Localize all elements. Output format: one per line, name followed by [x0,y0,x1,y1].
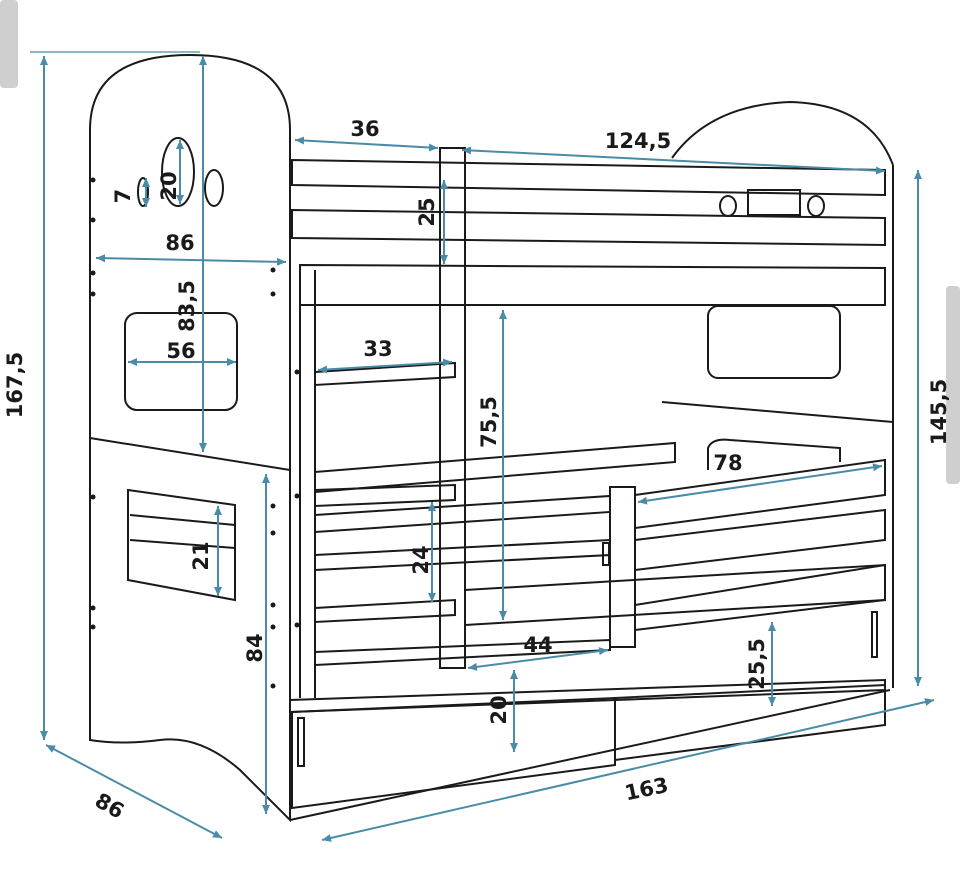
right-lower-window [707,438,841,470]
right-end-panel-top [671,100,894,166]
guard-rail-2 [634,508,886,572]
right-upper-window [707,305,841,379]
dim-guard-rail-length: 78 [713,451,742,475]
upper-rail-3 [299,263,886,306]
porthole-small-left [204,169,224,207]
dim-end-panel-height: 145,5 [927,379,951,445]
left-lower-window [127,488,236,602]
dim-window-width: 56 [166,339,195,363]
dim-drawer-front-height: 25,5 [745,638,769,690]
dim-lower-clearance: 75,5 [477,396,501,448]
drawer-handle-left [297,717,305,767]
dim-lower-bed-height: 84 [243,633,267,662]
dim-small-hole: 7 [111,189,135,204]
dim-ladder-width: 36 [350,117,379,141]
drawer-left [291,696,616,810]
ladder-rung-3 [314,598,456,624]
right-scroll-tab[interactable] [946,286,960,484]
dim-drawer-height: 20 [487,695,511,724]
dim-depth-bottom: 86 [91,788,128,823]
dim-lower-window-height: 21 [189,541,213,570]
dim-lower-opening: 44 [523,633,552,657]
screws [90,177,300,689]
left-upper-window [124,312,238,411]
dim-depth-top: 86 [165,231,194,255]
ladder-post [439,147,466,669]
upper-rail-2 [291,208,886,247]
left-end-panel [89,53,291,823]
drawer-handle-right [871,611,878,658]
dim-upper-clearance: 83,5 [175,280,199,332]
ladder-rung-2 [314,483,456,508]
dim-overall-height: 167,5 [3,352,27,418]
dim-ladder-rung-width: 33 [363,337,392,361]
dim-round-hole: 20 [157,171,181,200]
dim-rung-spacing: 24 [409,545,433,574]
dim-length-bottom: 163 [623,773,671,806]
dim-upper-bed-length: 124,5 [605,129,671,153]
dimension-lines [30,51,935,842]
drawer-right [614,683,886,762]
dimension-labels: 167,5 145,5 86 163 36 124,5 25 7 20 86 8… [3,117,951,824]
porthole-large-left [161,137,195,207]
left-panel-divider [89,437,291,471]
guard-post [609,486,636,648]
drawer-base [289,678,886,714]
dim-top-rail-gap: 25 [415,197,439,226]
left-scroll-tab[interactable] [0,0,18,88]
